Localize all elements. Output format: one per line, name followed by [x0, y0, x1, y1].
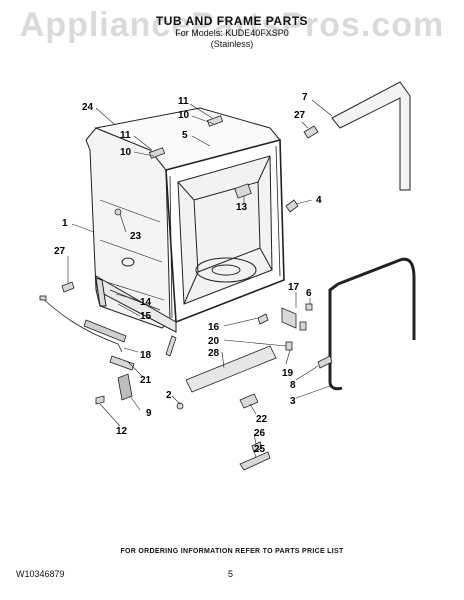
- callout-9: 9: [146, 408, 152, 419]
- page-title: TUB AND FRAME PARTS: [155, 14, 309, 28]
- page-number: 5: [228, 569, 234, 579]
- callout-10: 10: [120, 147, 132, 158]
- callout-16: 16: [208, 322, 220, 333]
- leader-lines: [67, 99, 333, 459]
- page-header: TUB AND FRAME PARTS For Models: KUDE40FX…: [0, 14, 464, 50]
- base-frame: [95, 275, 177, 333]
- callout-15: 15: [140, 311, 152, 322]
- small-parts: [39, 115, 333, 471]
- callout-25: 25: [254, 444, 266, 455]
- callout-28: 28: [208, 348, 220, 359]
- callout-27: 27: [54, 246, 66, 257]
- callout-1: 1: [62, 218, 68, 229]
- callout-11: 11: [178, 96, 189, 107]
- callout-13: 13: [236, 202, 248, 213]
- callout-18: 18: [140, 350, 152, 361]
- callout-26: 26: [254, 428, 266, 439]
- callout-4: 4: [316, 195, 322, 206]
- model-line: For Models: KUDE40FXSP0: [175, 28, 289, 38]
- callout-14: 14: [140, 297, 152, 308]
- callout-17: 17: [288, 282, 300, 293]
- finish-line: (Stainless): [210, 39, 254, 49]
- document-number: W10346879: [16, 569, 65, 579]
- callout-6: 6: [306, 288, 312, 299]
- callout-19: 19: [282, 368, 294, 379]
- callout-27: 27: [294, 110, 306, 121]
- callout-3: 3: [290, 396, 296, 407]
- callout-8: 8: [290, 380, 296, 391]
- callout-23: 23: [130, 231, 142, 242]
- callout-5: 5: [182, 130, 188, 141]
- callout-7: 7: [302, 92, 308, 103]
- callout-24: 24: [82, 102, 94, 113]
- callout-2: 2: [166, 390, 172, 401]
- callout-22: 22: [256, 414, 268, 425]
- callout-20: 20: [208, 336, 220, 347]
- callout-10: 10: [178, 110, 190, 121]
- callout-21: 21: [140, 375, 152, 386]
- callout-12: 12: [116, 426, 128, 437]
- callout-labels: 24 11 10 7 27 11 5 10 13 4 23 1 27 14 15…: [54, 92, 322, 455]
- door-gasket: [328, 257, 416, 391]
- callout-11: 11: [120, 130, 131, 141]
- side-gasket-strip: [331, 81, 411, 191]
- ordering-note: FOR ORDERING INFORMATION REFER TO PARTS …: [120, 548, 344, 555]
